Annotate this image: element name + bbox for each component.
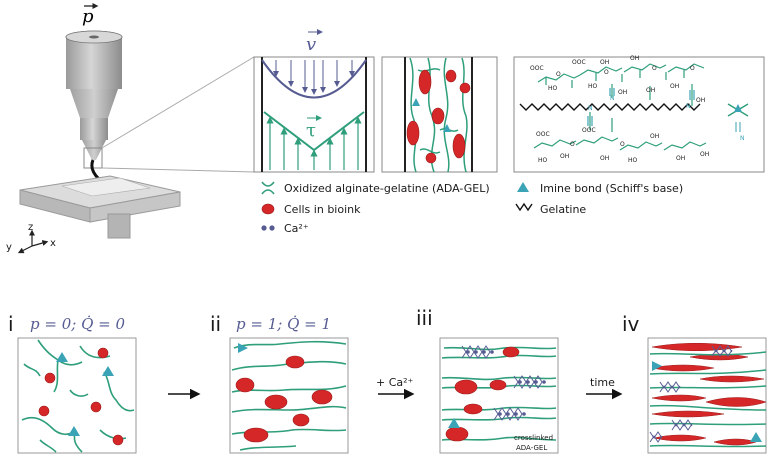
ada-gel-icon	[261, 181, 275, 195]
chem-group-label: O	[556, 71, 561, 78]
chem-group-label: OOC	[530, 65, 544, 72]
chem-group-label: HO	[588, 83, 598, 90]
axis-y-label: y	[6, 242, 12, 253]
chem-group-label: OOC	[572, 59, 586, 66]
panel-iii: crosslinked ADA-GEL	[439, 337, 559, 454]
crosslink-star-icon	[727, 103, 749, 132]
legend: Oxidized alginate-gelatine (ADA-GEL) Cel…	[261, 181, 683, 235]
stage-iv-numeral: iv	[622, 312, 640, 336]
legend-label-ada-gel: Oxidized alginate-gelatine (ADA-GEL)	[284, 182, 490, 195]
legend-label-imine: Imine bond (Schiff's base)	[540, 182, 683, 195]
syringe-barrel	[66, 37, 122, 89]
plate-stand	[107, 213, 131, 239]
chem-group-label: OOC	[536, 131, 550, 138]
chem-group-label: O	[652, 65, 657, 72]
imine-triangle-icon	[517, 182, 529, 192]
chem-group-label: N	[686, 103, 691, 110]
crosslinked-label-line2: ADA-GEL	[516, 444, 547, 452]
transition-arrow-2: + Ca²⁺	[376, 376, 415, 400]
chem-group-label: HO	[628, 157, 638, 164]
chem-group-label: N	[740, 135, 745, 142]
chem-group-label: O	[690, 65, 695, 72]
axes-icon: z x y	[6, 222, 56, 254]
stage-iii-numeral: iii	[416, 306, 433, 330]
crosslinked-label-line1: crosslinked	[514, 434, 553, 442]
legend-label-gelatine: Gelatine	[540, 203, 586, 216]
time-label: time	[590, 376, 615, 389]
stage-i-condition: p = 0; Q̇ = 0	[30, 315, 125, 333]
channel-panel	[381, 56, 498, 173]
chem-group-label: HO	[548, 85, 558, 92]
gelatine-backbone	[519, 103, 701, 111]
legend-item-gelatine: Gelatine	[515, 202, 586, 216]
chem-group-label: OH	[650, 133, 659, 140]
axis-x-label: x	[50, 238, 56, 249]
chem-group-label: OH	[670, 83, 679, 90]
stage-ii-numeral: ii	[210, 312, 221, 336]
pressure-label: p	[82, 6, 94, 27]
chem-group-label: OH	[700, 151, 709, 158]
calcium-addition-label: + Ca²⁺	[376, 376, 414, 389]
flow-profile-panel: v τ	[253, 29, 375, 173]
chem-group-label: HO	[538, 157, 548, 164]
chem-group-label: OH	[630, 55, 639, 62]
chem-group-label: N	[588, 105, 593, 112]
chem-group-label: OH	[600, 59, 609, 66]
panel-i	[17, 337, 137, 454]
axis-z-label: z	[28, 222, 33, 233]
chem-group-label: OH	[696, 97, 705, 104]
transition-arrow-3: time	[586, 376, 623, 400]
calcium-icon	[261, 225, 267, 231]
legend-item-cells: Cells in bioink	[261, 203, 361, 216]
velocity-label: v	[306, 34, 316, 55]
legend-item-imine: Imine bond (Schiff's base)	[517, 182, 683, 195]
gelatine-icon	[515, 202, 533, 212]
cell-icon	[261, 203, 275, 215]
chem-group-label: O	[570, 141, 575, 148]
chem-group-label: OH	[618, 89, 627, 96]
chem-group-label: O	[604, 69, 609, 76]
nozzle	[82, 140, 106, 160]
ca-crosslink-zone	[461, 345, 543, 421]
panel-iv	[647, 337, 767, 454]
legend-item-calcium: Ca²⁺	[261, 222, 309, 235]
panel-ii	[229, 337, 349, 454]
chem-group-label: OH	[600, 155, 609, 162]
printer-illustration: p z x y	[6, 3, 255, 254]
stage-i-numeral: i	[8, 312, 14, 336]
legend-item-ada-gel: Oxidized alginate-gelatine (ADA-GEL)	[261, 181, 490, 195]
chem-group-label: N	[610, 95, 615, 102]
chem-group-label: O	[620, 141, 625, 148]
legend-label-cells: Cells in bioink	[284, 203, 361, 216]
chem-group-label: OH	[676, 155, 685, 162]
shear-stress-label: τ	[306, 120, 316, 141]
stage-ii-condition: p = 1; Q̇ = 1	[236, 315, 331, 333]
chem-group-label: OH	[646, 87, 655, 94]
legend-label-calcium: Ca²⁺	[284, 222, 309, 235]
chem-group-label: OH	[560, 153, 569, 160]
stage-labels: i p = 0; Q̇ = 0 ii p = 1; Q̇ = 1 iii iv	[8, 306, 640, 336]
chem-group-label: OOC	[582, 127, 596, 134]
